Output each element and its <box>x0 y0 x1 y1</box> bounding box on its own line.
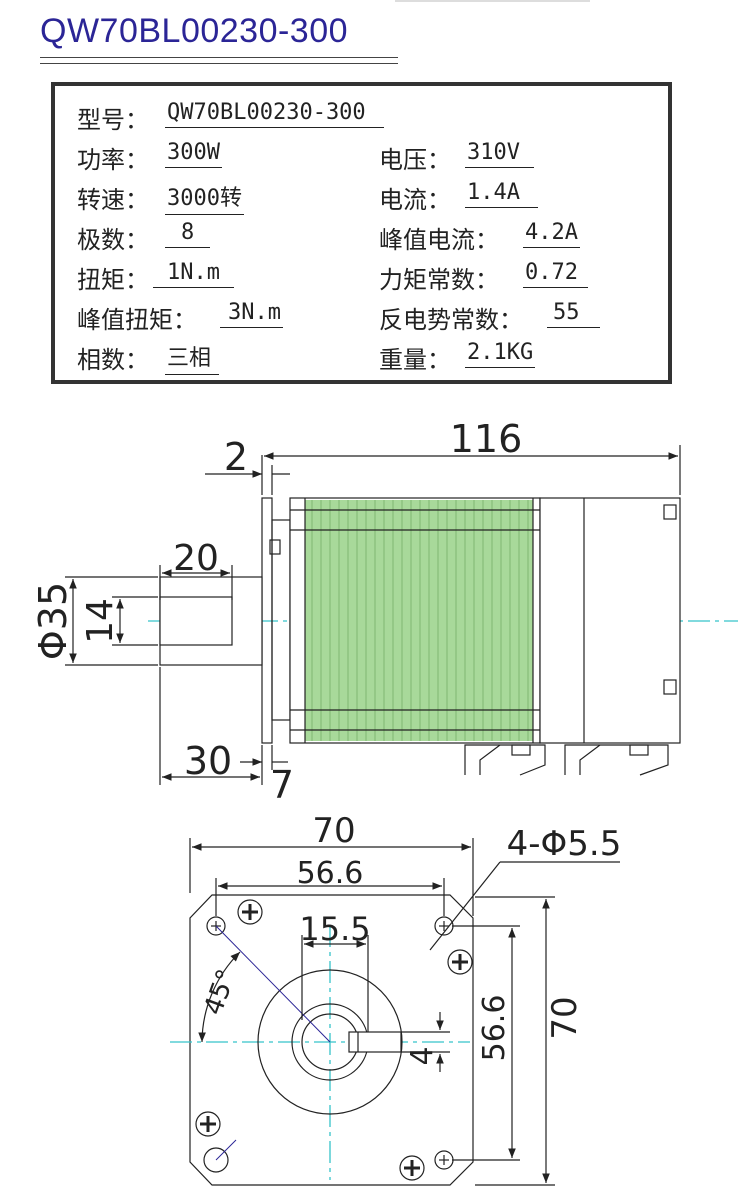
cable-gland-2-nut <box>629 744 649 756</box>
shaft-key <box>159 596 233 646</box>
rear-housing <box>539 497 681 744</box>
screw-4-cross <box>404 1160 420 1176</box>
title-underline <box>40 57 398 58</box>
dim-boss-label: 7 <box>270 763 294 807</box>
peak-torque-label: 峰值扭矩： <box>77 306 197 334</box>
model-label: 型号： <box>77 106 149 134</box>
dim-shaft-len-label: 20 <box>173 538 219 579</box>
screw-2-cross <box>452 954 468 970</box>
lamination-lines <box>311 500 529 741</box>
current-label: 电流： <box>379 186 451 214</box>
weight-label: 重量： <box>379 346 451 374</box>
screw-1 <box>237 899 263 925</box>
mount-hole-tl <box>206 916 226 936</box>
back-emf-label: 反电势常数： <box>379 306 523 334</box>
dim-width-label: 70 <box>312 811 355 851</box>
front-key <box>348 1031 402 1053</box>
dim-hole-spacing-v-label: 56.6 <box>477 995 512 1062</box>
back-emf-value: 55 <box>547 300 600 328</box>
front-boss <box>257 969 403 1115</box>
power-value: 300W <box>165 140 222 168</box>
dim-shaft-total-label: 30 <box>184 739 232 783</box>
weight-value: 2.1KG <box>465 340 536 368</box>
dim-flange-label: 2 <box>224 435 248 479</box>
cable-gland-1 <box>464 744 546 776</box>
dim-length-label: 116 <box>450 417 523 461</box>
torque-label: 扭矩： <box>77 266 149 294</box>
peak-torque-value: 3N.m <box>220 300 283 328</box>
phases-label: 相数： <box>77 346 149 374</box>
top-rule <box>395 0 590 2</box>
power-label: 功率： <box>77 146 149 174</box>
cable-gland-2 <box>564 744 669 776</box>
voltage-value: 310V <box>465 140 534 168</box>
side-view <box>65 445 738 785</box>
dim-shaft-dia-label: 14 <box>80 598 121 644</box>
peak-current-label: 峰值电流： <box>379 226 499 254</box>
screw-3 <box>195 1111 221 1137</box>
dim-hole-spacing-label: 56.6 <box>297 856 364 891</box>
poles-value: 8 <box>165 220 211 248</box>
spec-box: 型号： QW70BL00230-300 功率： 300W 电压： 310V 转速… <box>51 82 672 384</box>
cable-gland-2-inner <box>579 744 601 775</box>
flange-screw <box>269 539 281 555</box>
dim-height-label: 70 <box>545 996 585 1039</box>
dim-diameter-label: Φ35 <box>31 582 75 660</box>
dim-key-height-label: 4 <box>405 1046 440 1065</box>
dim-key-width-label: 15.5 <box>299 910 370 948</box>
peak-current-value: 4.2A <box>523 220 580 248</box>
speed-label: 转速： <box>77 186 149 214</box>
holes-leader <box>429 861 501 951</box>
rear-screw-top <box>663 504 677 520</box>
angle-arc <box>198 951 241 1043</box>
screw-1-cross <box>242 904 258 920</box>
lamination-stack <box>305 500 533 741</box>
title-underline-2 <box>40 63 398 64</box>
torque-const-label: 力矩常数： <box>379 266 499 294</box>
phases-value: 三相 <box>165 340 220 375</box>
current-value: 1.4A <box>465 180 538 208</box>
speed-value: 3000转 <box>165 180 244 215</box>
model-value: QW70BL00230-300 <box>165 100 384 128</box>
front-flange <box>189 894 474 1186</box>
cable-gland-1-nut <box>511 744 531 756</box>
mount-hole-bl <box>203 1147 229 1173</box>
screw-3-cross <box>200 1116 216 1132</box>
dim-holes-label: 4-Φ5.5 <box>507 824 622 864</box>
rear-screw-bot <box>663 679 677 695</box>
diagonal-line-bl <box>215 1139 237 1161</box>
flange-boss <box>271 519 291 721</box>
torque-value: 1N.m <box>153 260 234 288</box>
poles-label: 极数： <box>77 226 149 254</box>
page-title: QW70BL00230-300 <box>40 12 349 50</box>
diagonal-line <box>215 925 331 1043</box>
screw-4 <box>399 1155 425 1181</box>
screw-2 <box>447 949 473 975</box>
voltage-label: 电压： <box>379 146 451 174</box>
cable-gland-1-inner <box>479 744 501 775</box>
front-view <box>170 838 620 1186</box>
torque-const-value: 0.72 <box>523 260 588 288</box>
